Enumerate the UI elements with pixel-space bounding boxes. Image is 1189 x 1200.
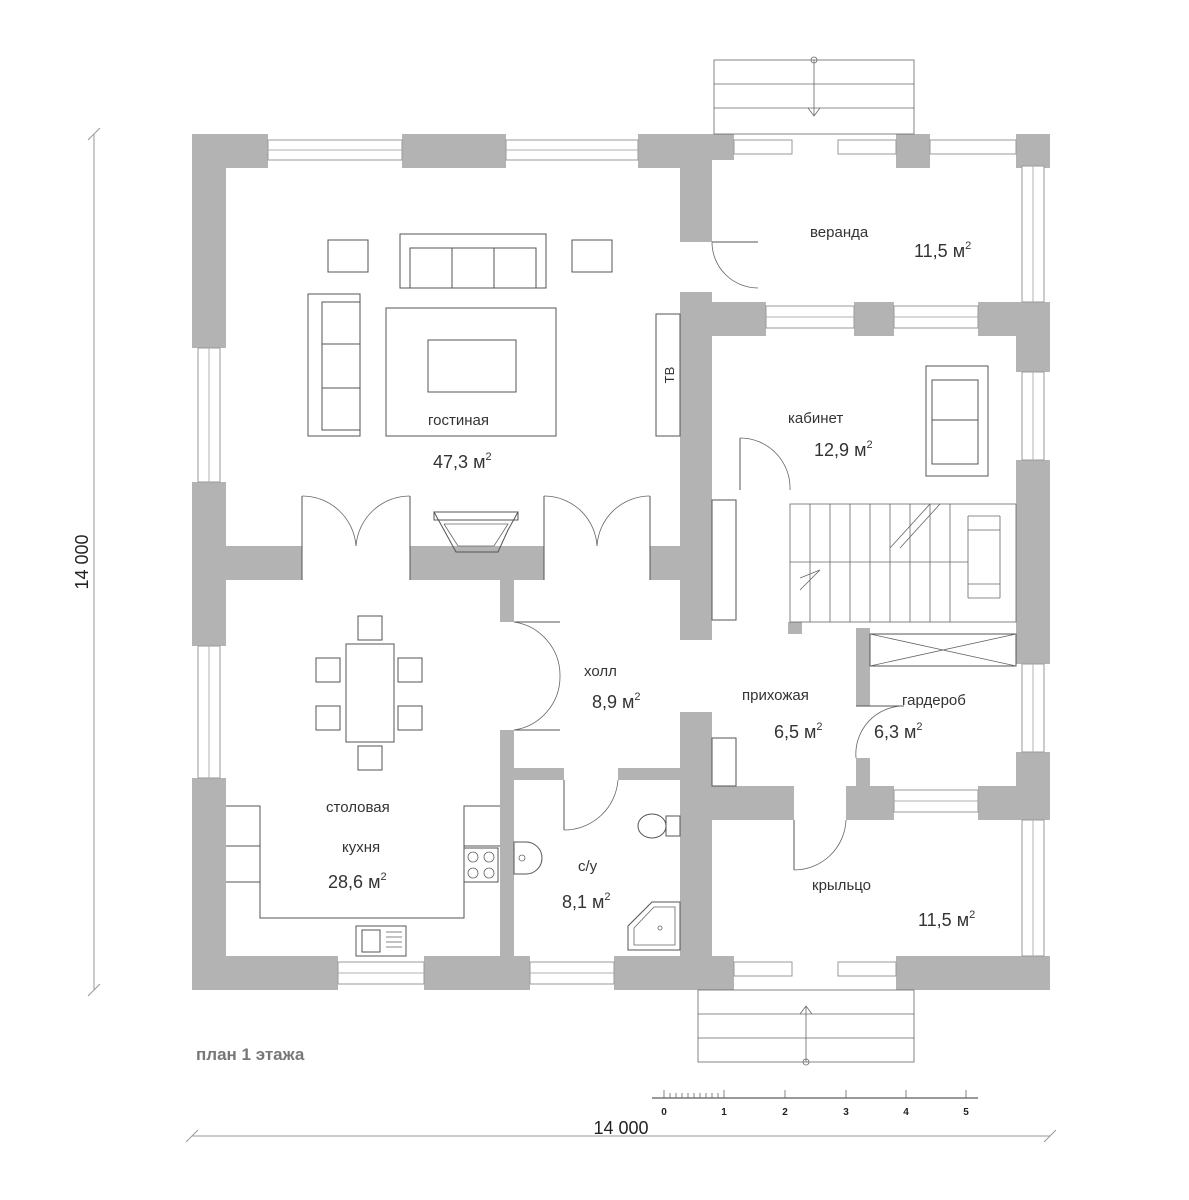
dimension-width: 14 000 xyxy=(185,1118,1057,1143)
veranda-steps xyxy=(713,56,915,135)
scale-tick-0: 0 xyxy=(661,1107,667,1118)
living-room-furniture: ТВ xyxy=(307,233,681,553)
doors xyxy=(301,241,905,871)
room-name-living: гостиная xyxy=(428,412,489,429)
dimension-height: 14 000 xyxy=(72,127,101,997)
staircase xyxy=(711,499,1017,787)
height-dimension-label: 14 000 xyxy=(72,534,92,589)
room-area-entry: 6,5 м2 xyxy=(774,721,823,742)
room-name-hall: холл xyxy=(584,663,617,680)
room-name-dining: столовая xyxy=(326,799,390,816)
room-area-veranda: 11,5 м2 xyxy=(914,240,971,261)
plan-title: план 1 этажа xyxy=(196,1045,305,1064)
interior-walls xyxy=(226,160,1050,956)
tv-label: ТВ xyxy=(662,367,677,384)
porch-steps xyxy=(697,989,915,1066)
room-name-wc: с/у xyxy=(578,858,598,875)
dining-furniture xyxy=(315,615,423,771)
room-area-wardrobe: 6,3 м2 xyxy=(874,721,923,742)
room-name-wardrobe: гардероб xyxy=(902,692,966,709)
room-area-living: 47,3 м2 xyxy=(433,451,492,472)
width-dimension-label: 14 000 xyxy=(593,1118,648,1138)
room-area-porch: 11,5 м2 xyxy=(918,909,975,930)
scale-bar: 0 1 2 3 4 5 xyxy=(652,1090,978,1118)
windows xyxy=(197,139,1045,985)
scale-tick-3: 3 xyxy=(843,1107,849,1118)
room-labels: гостиная 47,3 м2 веранда 11,5 м2 кабинет… xyxy=(326,224,975,930)
scale-tick-5: 5 xyxy=(963,1107,969,1118)
scale-tick-4: 4 xyxy=(903,1107,909,1118)
room-area-study: 12,9 м2 xyxy=(814,439,873,460)
room-name-veranda: веранда xyxy=(810,224,869,241)
scale-tick-1: 1 xyxy=(721,1107,727,1118)
room-area-hall: 8,9 м2 xyxy=(592,691,641,712)
bathroom-fixtures xyxy=(513,813,681,951)
room-area-kitchen: 28,6 м2 xyxy=(328,871,387,892)
room-name-study: кабинет xyxy=(788,410,843,427)
room-name-entry: прихожая xyxy=(742,687,809,704)
room-area-wc: 8,1 м2 xyxy=(562,891,611,912)
room-name-kitchen: кухня xyxy=(342,839,380,856)
kitchen-counter xyxy=(226,805,500,957)
scale-tick-2: 2 xyxy=(782,1107,788,1118)
room-name-porch: крыльцо xyxy=(812,877,871,894)
study-furniture xyxy=(925,365,989,477)
